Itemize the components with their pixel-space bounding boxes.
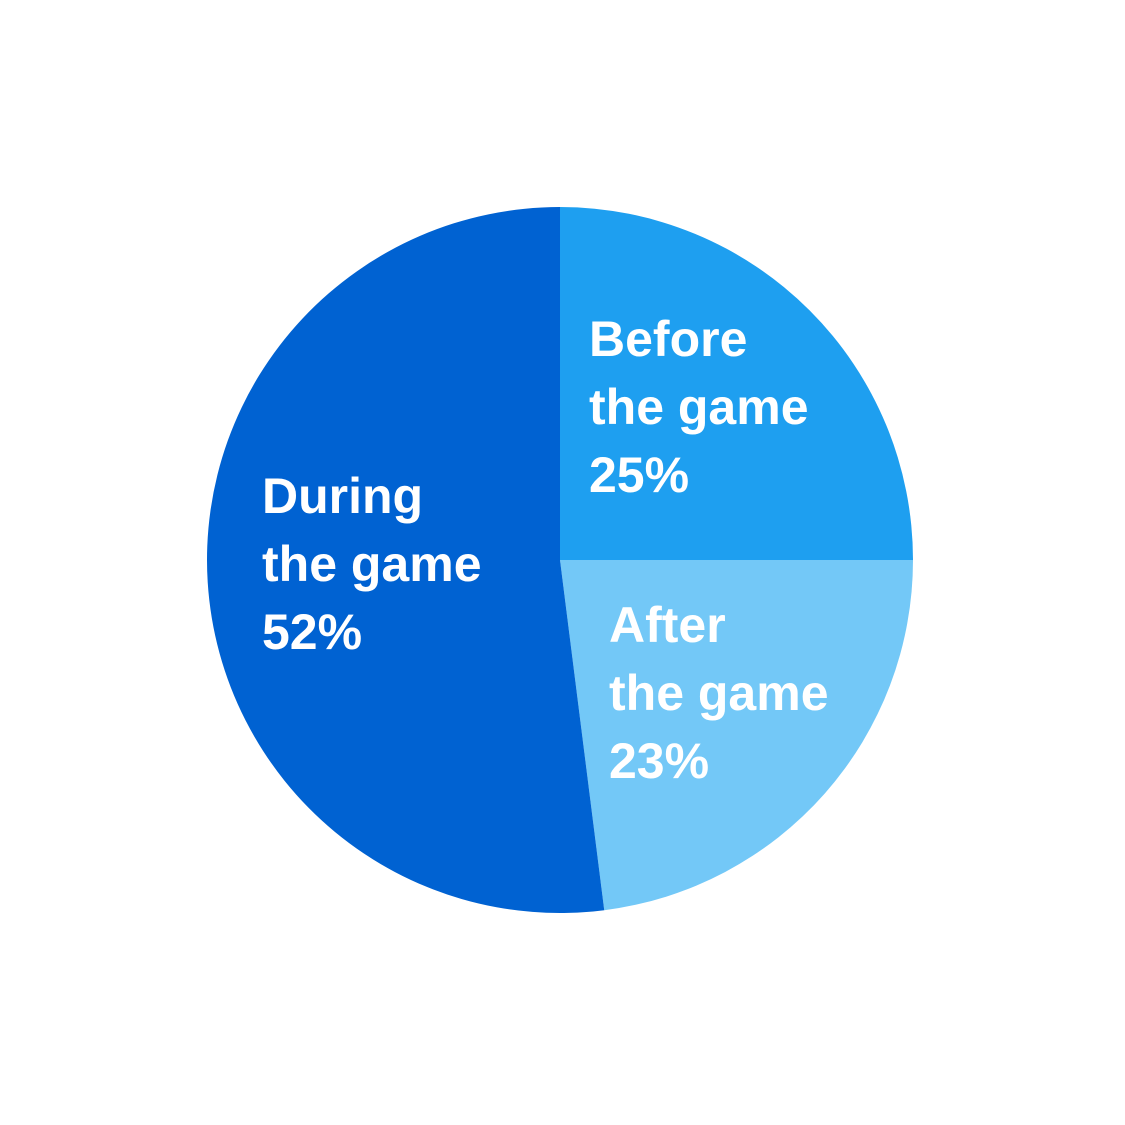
pie-label-after: After the game 23% xyxy=(609,597,829,789)
pie-slice-before xyxy=(560,207,913,560)
pie-label-line: the game xyxy=(609,665,829,721)
pie-label-line: the game xyxy=(589,379,809,435)
pie-label-line: 25% xyxy=(589,447,689,503)
pie-label-before: Before the game 25% xyxy=(589,311,809,503)
pie-label-during: During the game 52% xyxy=(262,468,482,660)
pie-slices xyxy=(207,207,913,913)
pie-label-line: During xyxy=(262,468,423,524)
pie-label-line: 52% xyxy=(262,604,362,660)
pie-label-line: 23% xyxy=(609,733,709,789)
pie-label-line: After xyxy=(609,597,726,653)
pie-label-line: the game xyxy=(262,536,482,592)
pie-labels: Before the game 25% After the game 23% During t… xyxy=(262,311,829,789)
pie-slice-after xyxy=(560,560,913,911)
pie-slice-during xyxy=(207,207,605,913)
pie-label-line: Before xyxy=(589,311,747,367)
